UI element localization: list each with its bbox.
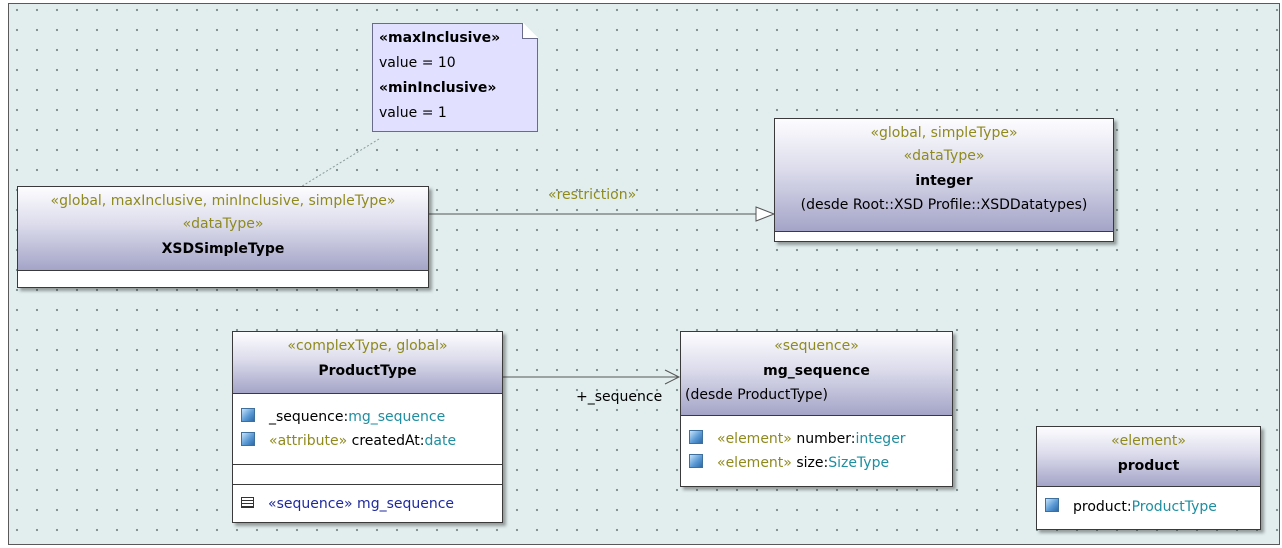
- class-origin: (desde Root::XSD Profile::XSDDatatypes): [800, 197, 1088, 213]
- restriction-label: «restriction»: [548, 187, 637, 203]
- class-origin: (desde ProductType): [685, 387, 828, 403]
- class-stereotype: «global, maxInclusive, minInclusive, sim…: [50, 193, 396, 209]
- attribute-row[interactable]: «element» number:integer: [681, 427, 952, 451]
- class-header: «complexType, global» ProductType: [233, 332, 502, 394]
- note-anchor-line: [298, 138, 380, 189]
- class-empty-section: [233, 465, 502, 485]
- attribute-name: product:: [1073, 499, 1132, 515]
- attribute-icon: [241, 408, 255, 422]
- class-attribute-section: [775, 232, 1113, 241]
- attribute-icon: [689, 454, 703, 468]
- class-name: ProductType: [318, 363, 417, 379]
- operation-name: mg_sequence: [352, 496, 455, 512]
- integer-datatype-class[interactable]: «global, simpleType» «dataType» integer …: [774, 118, 1114, 242]
- diagram-canvas[interactable]: «maxInclusive» value = 10 «minInclusive»…: [8, 3, 1280, 545]
- attribute-name: _sequence:: [269, 409, 349, 425]
- association-label: +_sequence: [576, 389, 663, 405]
- attribute-icon: [1045, 498, 1059, 512]
- sequence-icon: [241, 497, 254, 508]
- operation-row[interactable]: «sequence» mg_sequence: [233, 492, 502, 516]
- association-arrowhead: [664, 369, 681, 385]
- attribute-icon: [241, 432, 255, 446]
- class-name: integer: [915, 173, 973, 189]
- attribute-row[interactable]: _sequence:mg_sequence: [233, 405, 502, 429]
- class-datatype: «dataType»: [903, 148, 985, 164]
- note-min-stereotype: «minInclusive»: [379, 80, 497, 96]
- xsd-simple-type-class[interactable]: «global, maxInclusive, minInclusive, sim…: [17, 186, 429, 288]
- attribute-stereotype: «element»: [717, 455, 792, 471]
- attribute-name: number:: [791, 431, 856, 447]
- attribute-type: ProductType: [1131, 499, 1217, 515]
- class-name: XSDSimpleType: [161, 241, 285, 257]
- attribute-name: size:: [791, 455, 829, 471]
- class-header: «sequence» mg_sequence (desde ProductTyp…: [681, 332, 952, 416]
- class-stereotype: «sequence»: [774, 338, 859, 354]
- attribute-type: mg_sequence: [348, 409, 446, 425]
- attribute-stereotype: «attribute»: [269, 433, 348, 449]
- attribute-icon: [689, 430, 703, 444]
- attribute-type: SizeType: [828, 455, 890, 471]
- class-stereotype: «element»: [1111, 433, 1186, 449]
- class-name: mg_sequence: [763, 363, 870, 379]
- attribute-type: date: [424, 433, 457, 449]
- attribute-name: createdAt:: [347, 433, 425, 449]
- product-element-class[interactable]: «element» product product:ProductType: [1036, 426, 1261, 530]
- attribute-row[interactable]: product:ProductType: [1037, 495, 1260, 519]
- class-header: «global, maxInclusive, minInclusive, sim…: [18, 187, 428, 271]
- attribute-row[interactable]: «element» size:SizeType: [681, 451, 952, 475]
- class-attribute-section: _sequence:mg_sequence «attribute» create…: [233, 394, 502, 465]
- class-name: product: [1117, 458, 1180, 474]
- connector-layer: [298, 138, 776, 385]
- class-attribute-section: «element» number:integer «element» size:…: [681, 416, 952, 475]
- mg-sequence-class[interactable]: «sequence» mg_sequence (desde ProductTyp…: [680, 331, 953, 487]
- product-type-class[interactable]: «complexType, global» ProductType _seque…: [232, 331, 503, 523]
- constraint-note[interactable]: «maxInclusive» value = 10 «minInclusive»…: [372, 23, 538, 132]
- note-min-value: value = 1: [379, 105, 447, 121]
- note-max-value: value = 10: [379, 55, 456, 71]
- attribute-stereotype: «element»: [717, 431, 792, 447]
- class-header: «element» product: [1037, 427, 1260, 487]
- class-stereotype: «complexType, global»: [287, 338, 448, 354]
- attribute-type: integer: [855, 431, 906, 447]
- restriction-arrowhead: [755, 206, 776, 222]
- class-operation-section: «sequence» mg_sequence: [233, 485, 502, 522]
- class-stereotype: «global, simpleType»: [870, 125, 1018, 141]
- note-fold-corner: [522, 23, 538, 39]
- class-attribute-section: product:ProductType: [1037, 487, 1260, 519]
- note-max-stereotype: «maxInclusive»: [379, 30, 501, 46]
- class-datatype: «dataType»: [182, 216, 264, 232]
- class-header: «global, simpleType» «dataType» integer …: [775, 119, 1113, 232]
- attribute-row[interactable]: «attribute» createdAt:date: [233, 429, 502, 453]
- operation-stereotype: «sequence»: [268, 496, 353, 512]
- class-attribute-section: [18, 271, 428, 285]
